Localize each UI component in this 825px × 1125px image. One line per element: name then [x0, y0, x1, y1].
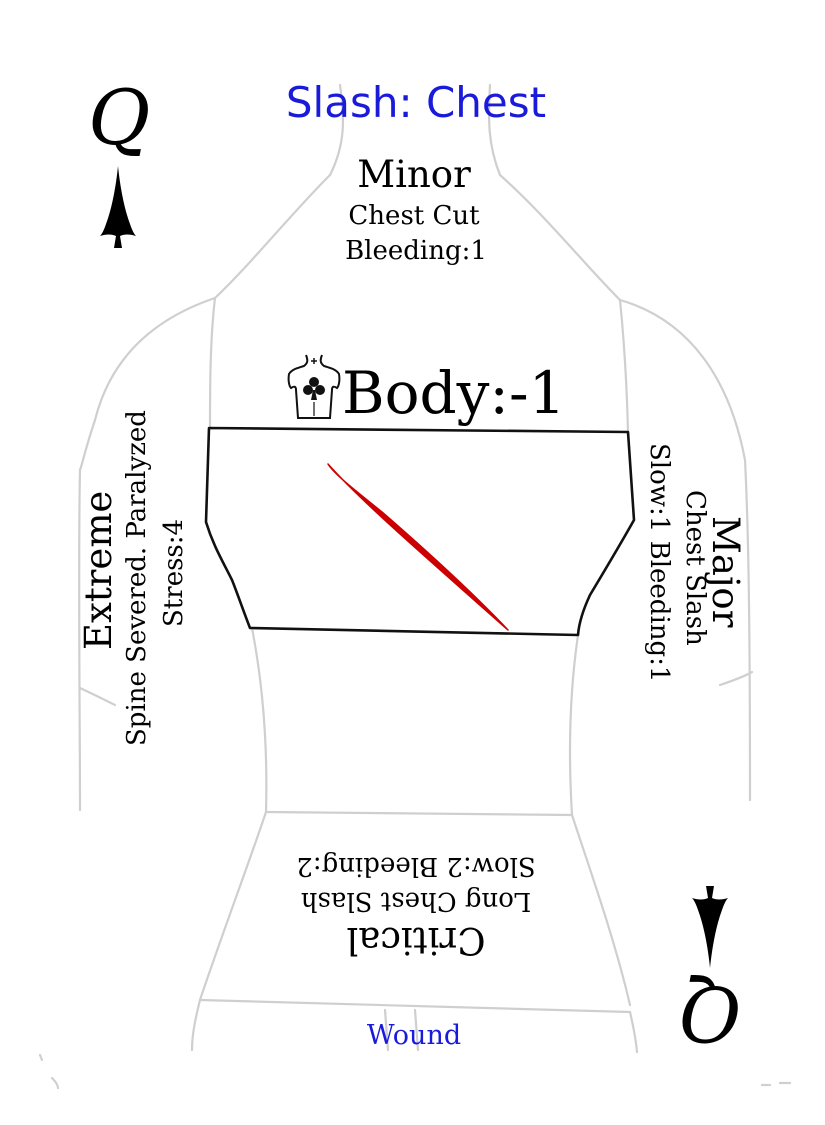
major-effect: Slow:1 Bleeding:1	[644, 443, 674, 683]
extreme-name: Spine Severed. Paralyzed	[122, 410, 152, 746]
wound-label: Wound	[366, 1020, 462, 1051]
minor-effect: Bleeding:1	[345, 236, 487, 266]
card-title: Slash: Chest	[285, 78, 547, 127]
spade-pip-icon	[100, 166, 136, 248]
extreme-effect: Stress:4	[159, 518, 189, 627]
spade-pip-icon-inverted	[692, 886, 728, 968]
rank-top-left: Q	[88, 73, 151, 162]
major-severity: Major	[704, 516, 747, 628]
critical-name: Long Chest Slash	[300, 886, 532, 916]
torso-club-icon	[287, 354, 341, 419]
major-name: Chest Slash	[680, 490, 710, 646]
extreme-severity: Extreme	[77, 490, 120, 650]
minor-severity: Minor	[357, 153, 471, 196]
body-stat: Body:-1	[342, 359, 566, 427]
minor-name: Chest Cut	[348, 201, 480, 231]
critical-effect: Slow:2 Bleeding:2	[296, 851, 536, 881]
chest-region-outline	[204, 426, 636, 637]
slash-wound-icon	[327, 463, 509, 631]
critical-severity: Critical	[346, 919, 486, 962]
rank-bottom-right: Q	[680, 969, 743, 1058]
